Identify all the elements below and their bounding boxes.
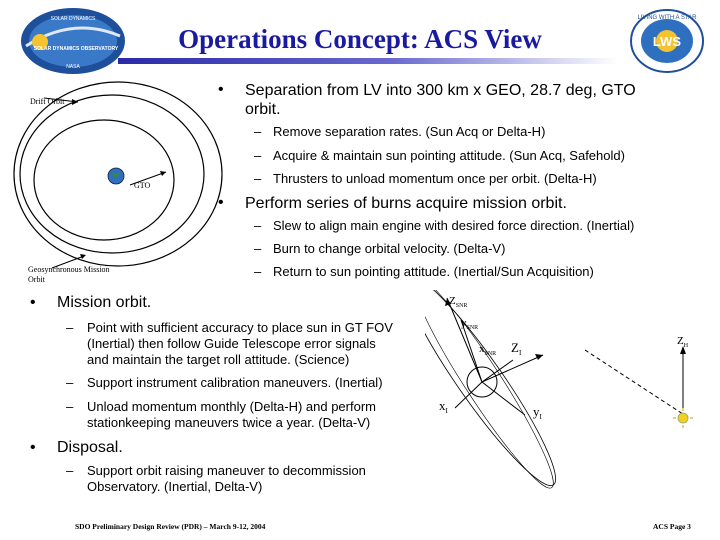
bullet-marker: •	[218, 81, 224, 98]
sdo-logo-agency: NASA	[66, 64, 80, 70]
bullet-separation-line1: Separation from LV into 300 km x GEO, 28…	[245, 82, 636, 99]
sdo-logo-ring-text: SOLAR DYNAMICS	[51, 16, 96, 22]
dash: –	[254, 148, 262, 163]
orbit-diagram: Drift Orbit GTO Geosynchronous Mission O…	[13, 81, 223, 284]
sub-unload-line1: Unload momentum monthly (Delta-H) and pe…	[87, 399, 376, 414]
bullet-disposal: Disposal.	[57, 439, 123, 456]
footer-page: ACS Page 3	[653, 522, 691, 531]
bullet-marker: •	[30, 294, 36, 311]
bullet-marker: •	[218, 194, 224, 211]
svg-text:ySNR: ySNR	[461, 317, 478, 331]
drift-orbit-label: Drift Orbit	[30, 97, 65, 106]
bullet-burns: Perform series of burns acquire mission …	[245, 195, 567, 212]
sub-orbit-raising-line2: Observatory. (Inertial, Delta-V)	[87, 479, 263, 494]
lws-logo: LIVING WITH A STAR LWS	[628, 8, 706, 74]
dash: –	[254, 264, 262, 279]
lws-logo-center-text: LWS	[653, 34, 681, 49]
sub-return-sun: Return to sun pointing attitude. (Inerti…	[273, 264, 594, 279]
sub-slew: Slew to align main engine with desired f…	[273, 218, 635, 233]
attitude-frame-diagram: ZSNR ySNR xSNR ZI xI yI ZH	[425, 290, 693, 489]
dash: –	[66, 320, 74, 335]
dash: –	[66, 463, 74, 478]
svg-text:ZI: ZI	[511, 340, 522, 357]
dash: –	[66, 375, 74, 390]
sub-point-line1: Point with sufficient accuracy to place …	[87, 320, 393, 335]
gto-label: GTO	[134, 181, 151, 190]
sub-calibration: Support instrument calibration maneuvers…	[87, 375, 383, 390]
svg-text:ZH: ZH	[677, 335, 689, 349]
svg-text:xI: xI	[439, 398, 449, 415]
geo-label-line2: Orbit	[28, 275, 46, 284]
sun-icon	[677, 412, 689, 424]
svg-text:xSNR: xSNR	[479, 343, 496, 357]
slide-title: Operations Concept: ACS View	[178, 24, 542, 54]
dash: –	[254, 218, 262, 233]
footer-left: SDO Preliminary Design Review (PDR) – Ma…	[75, 522, 266, 531]
sdo-logo-center-text: SOLAR DYNAMICS OBSERVATORY	[34, 46, 119, 52]
dash: –	[254, 241, 262, 256]
lws-logo-ring-text: LIVING WITH A STAR	[638, 15, 698, 21]
bullet-mission-orbit: Mission orbit.	[57, 294, 152, 311]
sub-orbit-raising-line1: Support orbit raising maneuver to decomm…	[87, 463, 366, 478]
sub-thrusters: Thrusters to unload momentum once per or…	[273, 171, 597, 186]
dash: –	[66, 399, 74, 414]
sub-unload-line2: stationkeeping maneuvers twice a year. (…	[87, 415, 371, 430]
svg-text:yI: yI	[533, 404, 543, 421]
sub-point-line3: and maintain the target roll attitude. (…	[87, 352, 350, 367]
svg-text:ZSNR: ZSNR	[449, 295, 467, 309]
bullet-marker: •	[30, 439, 36, 456]
bullet-separation-line2: orbit.	[245, 101, 281, 118]
sub-sun-pointing: Acquire & maintain sun pointing attitude…	[273, 148, 625, 163]
sub-remove-rates: Remove separation rates. (Sun Acq or Del…	[273, 124, 546, 139]
sub-point-line2: (Inertial) then follow Guide Telescope e…	[87, 336, 376, 351]
dash: –	[254, 171, 262, 186]
title-underline	[118, 58, 618, 64]
dash: –	[254, 124, 262, 139]
sub-burn: Burn to change orbital velocity. (Delta-…	[273, 241, 506, 256]
sdo-logo: SOLAR DYNAMICS SOLAR DYNAMICS OBSERVATOR…	[18, 6, 128, 76]
geo-label-line1: Geosynchronous Mission	[28, 265, 110, 274]
